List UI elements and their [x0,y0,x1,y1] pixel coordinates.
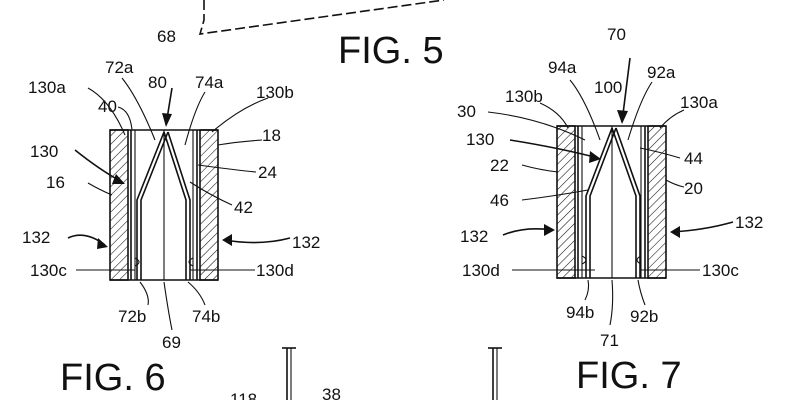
fig7-leader-94b [584,279,590,301]
fig7-label-92a: 92a [647,63,676,82]
fig6-label-16: 16 [46,173,65,192]
fig6-label-24: 24 [258,163,277,182]
fig7-leader-130a [659,109,685,129]
fig7-label-70: 70 [607,25,626,44]
fig7-leader-92b [637,279,646,306]
fig7-label-94a: 94a [548,58,577,77]
fig6-leader-130a [87,87,126,136]
fig6-arrowhead-132-left [97,238,108,249]
fig7: 70 94a 100 92a 30 130b 130a 130 44 22 20… [457,25,763,397]
fig6-right-wall [199,129,219,281]
fig6-strip-74 [163,131,191,280]
fig6-leader-24 [197,164,257,173]
fig6-label-130c: 130c [30,261,67,280]
fig6-label-80: 80 [148,73,167,92]
fig7-label-20: 20 [684,179,703,198]
fig7-arrow-130 [509,139,599,159]
fig7-arrowhead-130 [589,151,601,163]
fig7-label-92b: 92b [630,307,658,326]
fig6-label-72a: 72a [105,58,134,77]
fig6-leader-72b [139,281,149,306]
fig7-leader-94a [569,79,601,141]
fig6-label-132-right: 132 [292,233,320,252]
fig5-dashed-outline [198,0,445,35]
fig7-leader-44 [639,147,681,159]
fig7-label-30: 30 [457,102,476,121]
fig7-right-wall [647,125,667,279]
fig6-label-40: 40 [98,97,117,116]
fig7-label-130d: 130d [462,261,500,280]
fig7-arrowhead-132-left [544,224,555,236]
fig6-arrow-132-right [224,237,291,244]
fig6: 68 72a 80 74a 130a 130b 40 18 130 24 16 … [22,27,320,399]
fig7-label-46: 46 [490,191,509,210]
fig7-leader-22 [521,164,559,173]
fig6-squiggle-130d [188,257,194,267]
fig6-arrowhead-80 [162,113,172,127]
fig5-caption: FIG. 5 [338,30,444,72]
fig6-leader-69 [163,281,173,331]
fig7-label-130b: 130b [505,87,543,106]
fig7-leader-46 [521,189,589,201]
fig7-label-71: 71 [600,331,619,350]
fig7-leader-30 [487,111,586,141]
fig7-caption: FIG. 7 [576,355,682,397]
fig6-leader-74b [187,281,206,306]
fig5: FIG. 5 [198,0,445,72]
fig6-left-wall [109,129,129,281]
fig-lower-fragment: 118 38 [230,347,502,400]
fig6-label-42: 42 [234,198,253,217]
fig7-leader-20 [665,179,685,188]
fig7-label-132-right: 132 [735,213,763,232]
fig6-arrowhead-132-right [222,234,232,246]
fig6-leader-18 [217,139,263,146]
fig7-label-130a: 130a [680,93,718,112]
fig7-strip-92 [611,127,641,278]
fig7-leader-130b [539,102,569,129]
fig7-arrowhead-100 [617,110,628,124]
fig6-label-130b: 130b [256,83,294,102]
fig7-label-44: 44 [684,149,703,168]
fig6-label-130a: 130a [28,78,66,97]
fig6-label-74a: 74a [195,73,224,92]
fig6-leader-130b [211,97,269,133]
fig6-label-132-left: 132 [22,228,50,247]
fig7-leader-92a [627,81,653,141]
fig7-leader-71 [609,279,614,326]
fig6-leader-40 [117,106,133,131]
fig6-leader-42 [189,181,233,206]
fig6-label-18: 18 [262,126,281,145]
fig6-label-130: 130 [30,142,58,161]
fig6-label-68: 68 [157,27,176,46]
fig7-label-22: 22 [490,156,509,175]
lower-label-118: 118 [230,390,257,400]
fig7-strip-94 [585,127,617,278]
fig7-label-130c: 130c [702,261,739,280]
fig7-label-100: 100 [594,78,622,97]
fig7-label-132-left: 132 [460,227,488,246]
fig7-arrow-132-right [671,221,734,233]
fig7-label-130: 130 [466,130,494,149]
fig7-arrowhead-132-right [670,226,680,238]
fig6-label-69: 69 [162,333,181,352]
fig6-leader-16 [87,182,113,196]
lower-label-38: 38 [322,385,341,400]
fig6-label-72b: 72b [118,307,146,326]
fig6-caption: FIG. 6 [60,357,166,399]
fig7-label-94b: 94b [566,303,594,322]
fig6-squiggle-130c [134,257,140,267]
fig7-squiggle-130c [636,255,642,265]
fig6-leader-72a [121,77,156,141]
fig6-leader-74a [184,91,206,146]
fig7-squiggle-130d [581,255,587,265]
fig6-label-74b: 74b [192,307,220,326]
fig6-strip-72 [136,131,169,280]
fig6-label-130d: 130d [256,261,294,280]
fig6-arrowhead-130 [112,174,125,184]
